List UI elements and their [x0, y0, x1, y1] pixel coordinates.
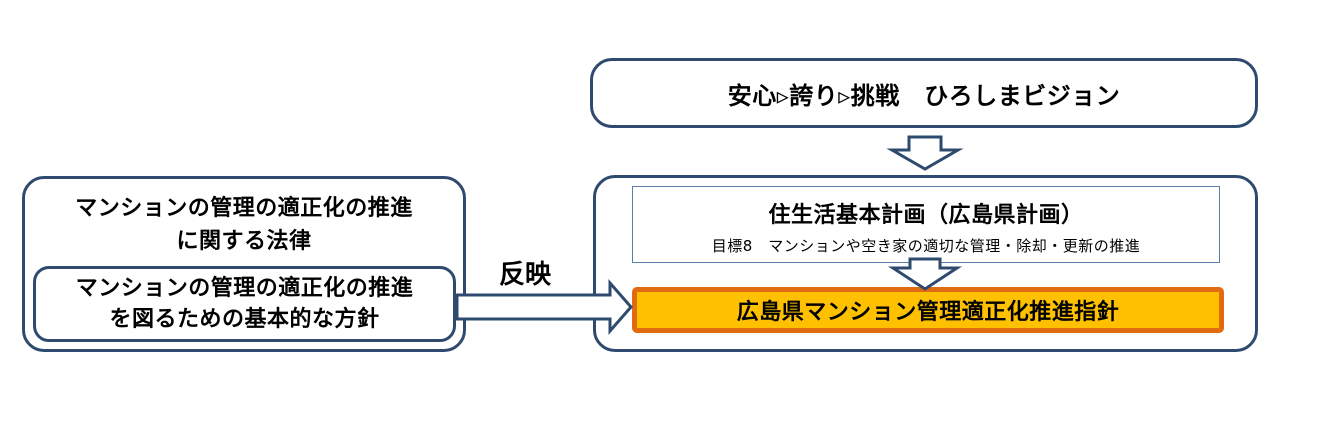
housing-plan-box: 住生活基本計画（広島県計画） 目標8 マンションや空き家の適切な管理・除却・更新…	[632, 186, 1220, 263]
down-arrow-plan-icon	[887, 257, 963, 291]
law-title-line1: マンションの管理の適正化の推進	[75, 196, 413, 221]
basic-policy-line2: を図るための基本的な方針	[109, 307, 380, 332]
housing-plan-subtitle: 目標8 マンションや空き家の適切な管理・除却・更新の推進	[711, 237, 1141, 255]
housing-plan-title: 住生活基本計画（広島県計画）	[768, 203, 1084, 228]
law-title: マンションの管理の適正化の推進 に関する法律	[25, 192, 463, 258]
law-title-line2: に関する法律	[176, 229, 312, 254]
down-arrow-vision-icon	[886, 135, 964, 171]
guideline-box: 広島県マンション管理適正化推進指針	[632, 287, 1224, 333]
reflect-label: 反映	[499, 260, 552, 290]
basic-policy-box: マンションの管理の適正化の推進 を図るための基本的な方針	[33, 266, 456, 342]
basic-policy-line1: マンションの管理の適正化の推進	[75, 276, 414, 301]
guideline-label: 広島県マンション管理適正化推進指針	[736, 300, 1120, 325]
vision-box: 安心▹誇り▹挑戦 ひろしまビジョン	[590, 58, 1258, 128]
vision-label: 安心▹誇り▹挑戦 ひろしまビジョン	[727, 81, 1121, 110]
right-arrow-reflect-icon	[455, 279, 633, 335]
